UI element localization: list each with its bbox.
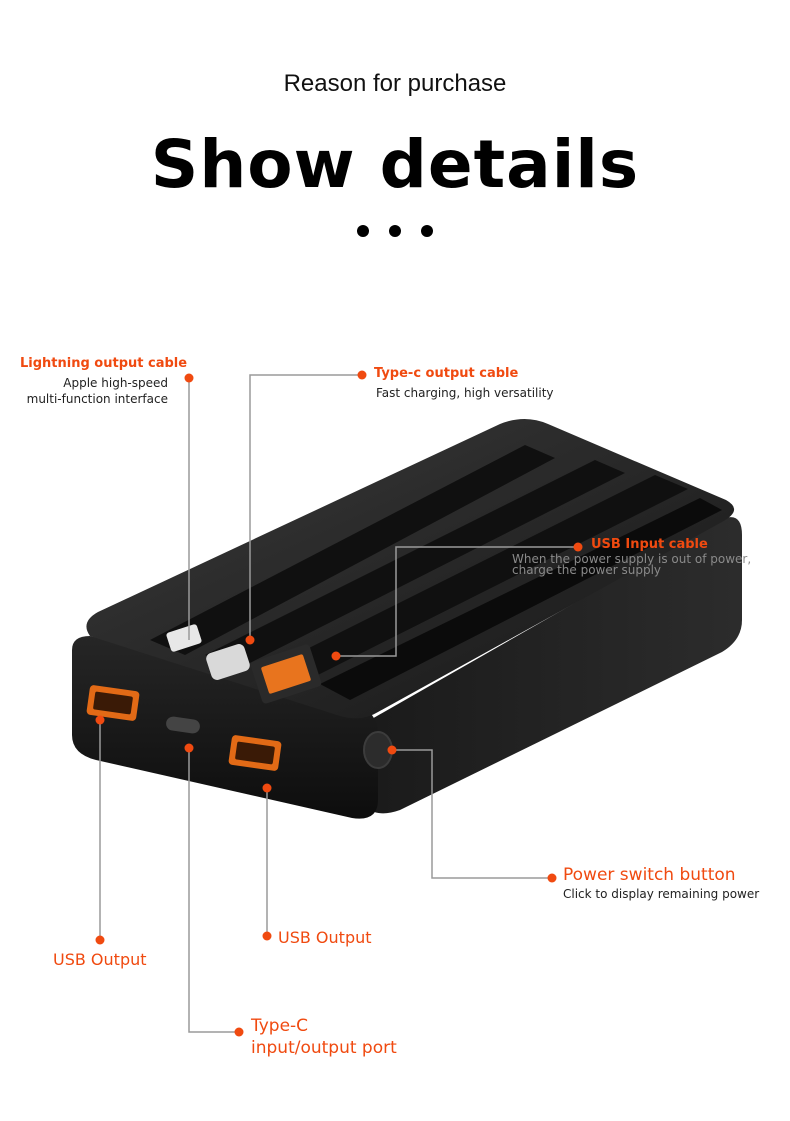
usb-input-sub-1: When the power supply is out of power,: [512, 552, 752, 566]
typec-port-label-2: input/output port: [251, 1038, 397, 1058]
dot-typec-port: [234, 1027, 244, 1037]
leader-typec-cable: [249, 374, 362, 640]
typec-connector: [206, 644, 250, 680]
dot-usb-left: [95, 935, 105, 945]
lightning-title: Lightning output cable: [20, 356, 188, 371]
power-switch-sub: Click to display remaining power: [563, 887, 760, 901]
typec-cable-title: Type-c output cable: [374, 366, 519, 381]
cable-channel-3: [265, 475, 688, 684]
usb-input-sub-2: charge the power supply: [512, 563, 662, 577]
typec-port: [166, 716, 200, 734]
leader-typec-port: [188, 748, 239, 1033]
lightning-sub-2: multi-function interface: [26, 392, 168, 406]
page-headline: Show details: [150, 126, 640, 203]
dot: [357, 225, 369, 237]
usb-output-left-label: USB Output: [53, 950, 147, 969]
cable-channel-1: [150, 445, 555, 655]
device-front-face: [72, 636, 378, 819]
dot-usb-input: [573, 542, 583, 552]
lightning-connector: [166, 624, 202, 652]
section-kicker: Reason for purchase: [283, 70, 507, 97]
usb-input-title: USB Input cable: [591, 537, 708, 552]
cable-channel-4: [320, 498, 722, 700]
typec-cable-sub: Fast charging, high versatility: [376, 386, 554, 400]
dot-lightning: [184, 373, 194, 383]
usb-output-mid-label: USB Output: [278, 928, 372, 947]
lightning-sub-1: Apple high-speed: [63, 376, 168, 390]
dot-power: [547, 873, 557, 883]
dot: [421, 225, 433, 237]
device-side-face: [360, 517, 742, 814]
power-switch-title: Power switch button: [563, 865, 736, 885]
typec-port-label-1: Type-C: [251, 1016, 309, 1036]
dot: [389, 225, 401, 237]
dot-usb-mid: [262, 931, 272, 941]
dot-typec-cable: [357, 370, 367, 380]
ellipsis-dots: [0, 225, 790, 237]
cable-channel-2: [205, 460, 625, 668]
leader-usb-input: [336, 546, 578, 657]
leader-power: [392, 749, 552, 879]
